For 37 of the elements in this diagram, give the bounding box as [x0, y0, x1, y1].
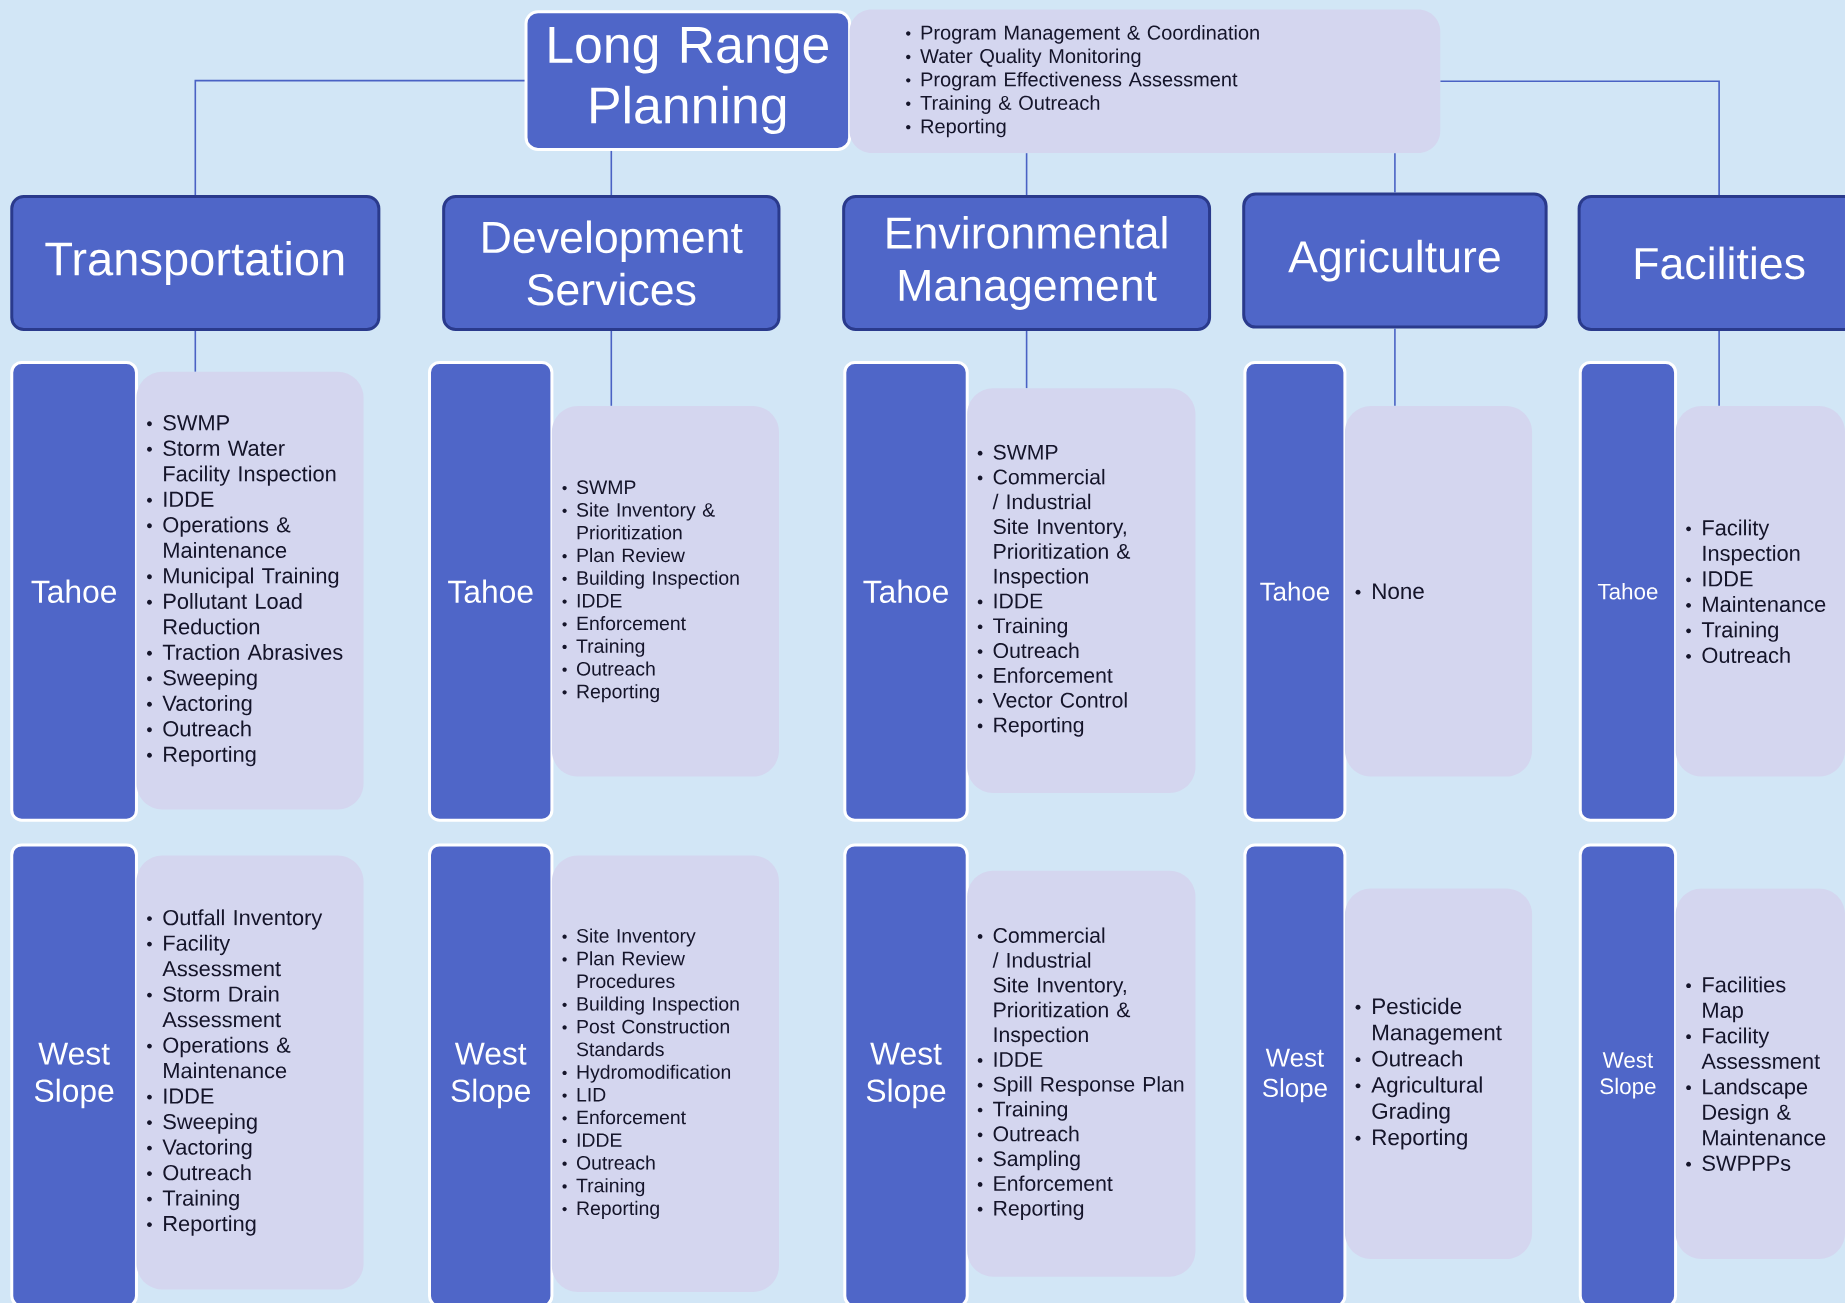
task-list-box: Facilities Map Facility Assessment Landscape Design & Maintenance SWPPPs: [1675, 888, 1845, 1259]
task-list-box: Commercial / Industrial Site Inventory, Prioritization & Inspection IDDE Spill Response Plan Training Outreach Sampling Enforcement Reporting: [967, 870, 1196, 1277]
department-box: Agriculture: [1242, 192, 1548, 329]
connector-line: [194, 330, 197, 373]
connector-line: [1025, 152, 1028, 196]
region-label-box: West Slope: [428, 843, 554, 1303]
department-box: Environmental Management: [842, 195, 1212, 331]
region-label-box: West Slope: [1578, 843, 1678, 1303]
region-label-box: West Slope: [10, 843, 138, 1303]
title-box: Long Range Planning: [524, 10, 852, 151]
task-list-box: SWMP Commercial / Industrial Site Inventory, Prioritization & Inspection IDDE Training Outreach Enforcement Vector Control Reporting: [967, 388, 1196, 794]
connector-line: [610, 330, 613, 407]
connector-line: [1718, 330, 1720, 407]
department-box: Development Services: [442, 195, 781, 331]
task-list-box: Pesticide Management Outreach Agricultural Grading Reporting: [1344, 888, 1533, 1259]
region-label-box: Tahoe: [428, 360, 554, 822]
task-list-box: Facility Inspection IDDE Maintenance Training Outreach: [1675, 406, 1845, 777]
region-label-box: Tahoe: [1578, 360, 1678, 822]
task-list-box: Outfall Inventory Facility Assessment Storm Drain Assessment Operations & Maintenance IDDE Sweeping Vactoring Outreach Training Reporting: [136, 855, 364, 1290]
connector-line: [1394, 152, 1396, 194]
region-label-box: Tahoe: [1243, 360, 1347, 822]
connector-line: [1025, 330, 1028, 389]
task-list-box: None: [1344, 406, 1533, 777]
connector-line: [610, 150, 613, 196]
connector-line: [194, 79, 526, 196]
region-label-box: West Slope: [1243, 843, 1347, 1303]
department-box: Transportation: [10, 195, 381, 331]
bullet-list-box: Program Management & Coordination Water Quality Monitoring Program Effectiveness Assessment Training & Outreach Reporting: [849, 9, 1441, 153]
region-label-box: West Slope: [843, 843, 969, 1303]
department-box: Facilities: [1577, 195, 1845, 331]
task-list-box: SWMP Site Inventory & Prioritization Plan Review Building Inspection IDDE Enforcement Training Outreach Reporting: [551, 406, 779, 777]
region-label-box: Tahoe: [10, 360, 138, 822]
connector-line: [1439, 80, 1720, 196]
region-label-box: Tahoe: [843, 360, 969, 822]
task-list-box: SWMP Storm Water Facility Inspection IDDE Operations & Maintenance Municipal Training Pollutant Load Reduction Traction Abrasives Sweeping Vactoring Outreach Reporting: [136, 371, 364, 810]
connector-line: [1394, 327, 1396, 407]
task-list-box: Site Inventory Plan Review Procedures Building Inspection Post Construction Standards Hydromodification LID Enforcement IDDE Outreach Training Reporting: [551, 855, 779, 1292]
